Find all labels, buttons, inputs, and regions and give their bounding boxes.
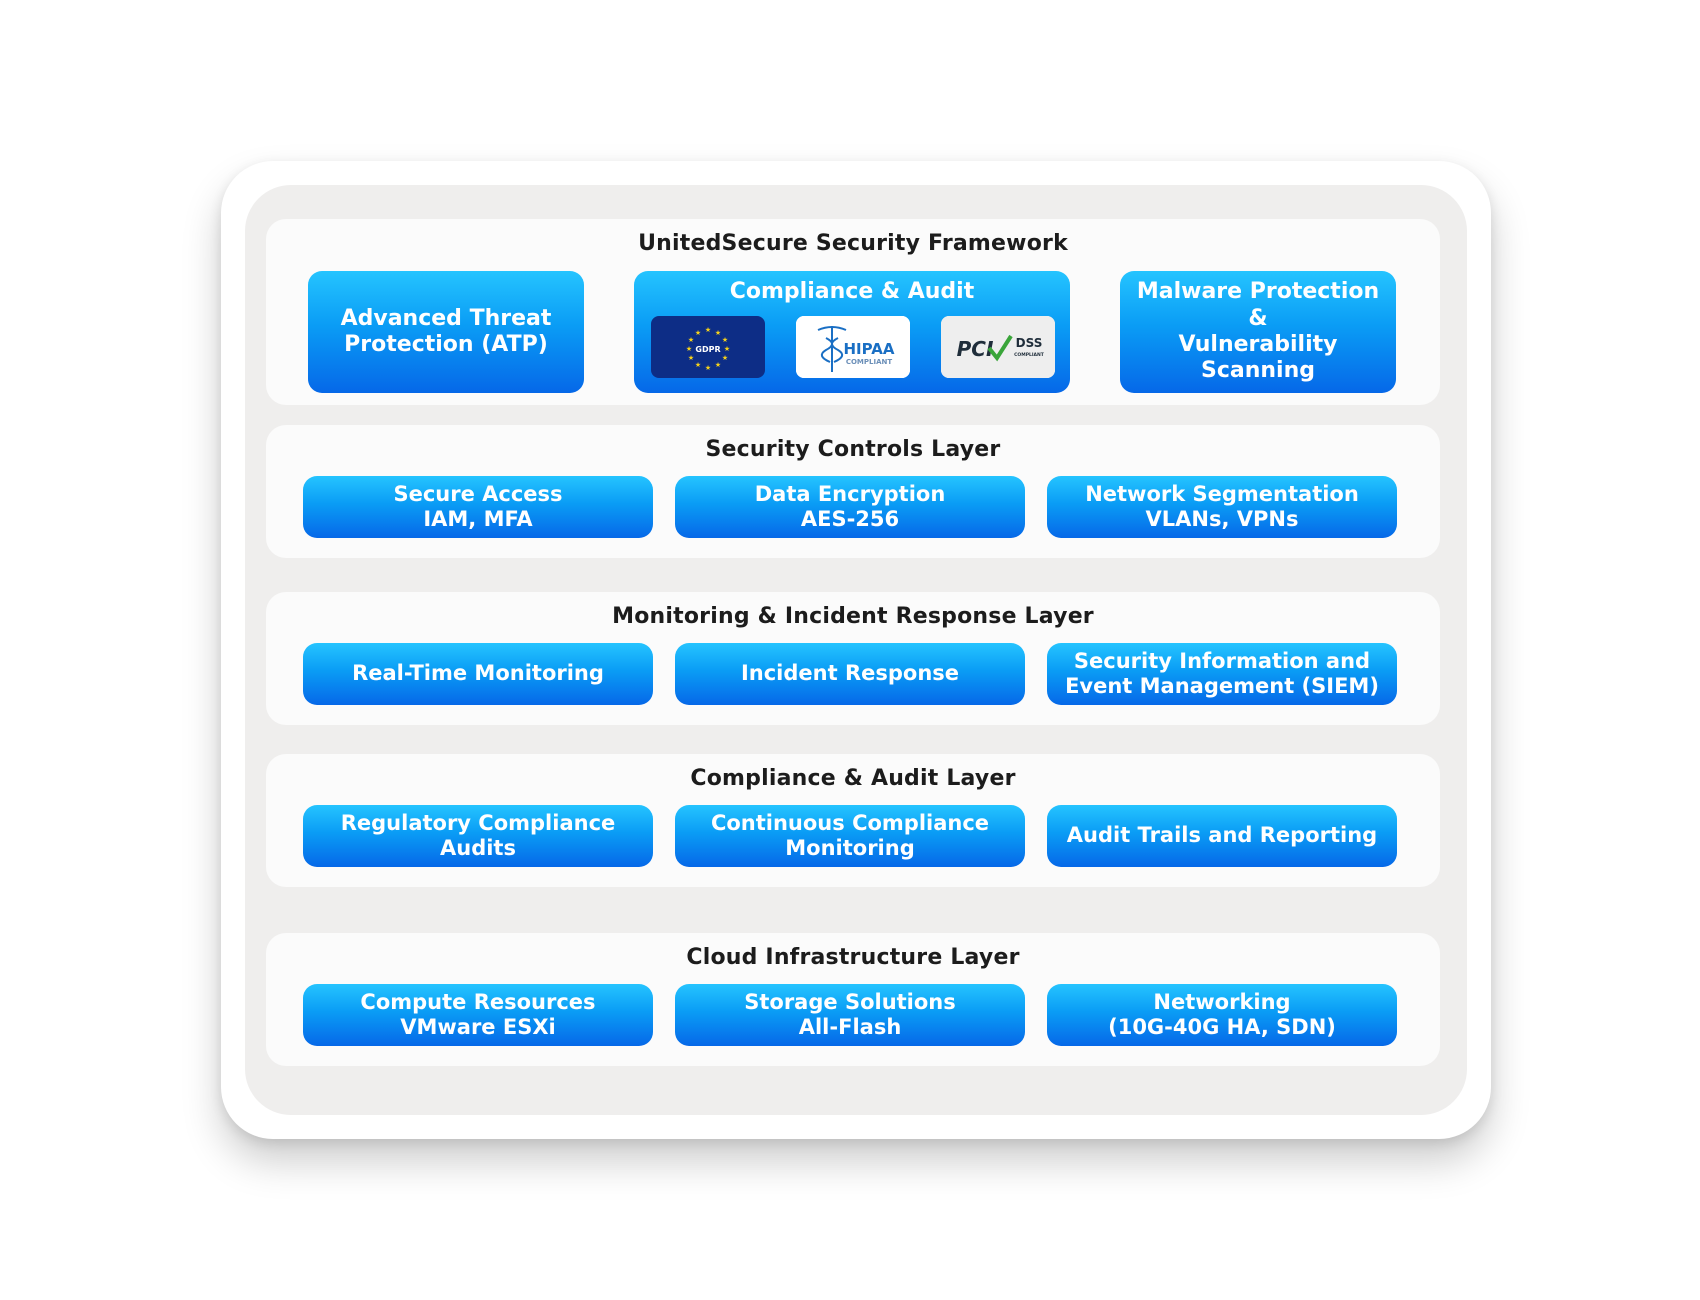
hipaa-logo: HIPAA COMPLIANT	[796, 316, 910, 378]
svg-text:★: ★	[686, 345, 692, 353]
svg-text:★: ★	[724, 345, 730, 353]
svg-text:★: ★	[705, 364, 711, 372]
layer-item: Secure Access IAM, MFA	[303, 476, 653, 538]
layer-item: Incident Response	[675, 643, 1025, 705]
compliance-audit-title: Compliance & Audit	[729, 279, 975, 304]
check-icon	[987, 334, 1013, 362]
svg-text:★: ★	[695, 361, 701, 369]
svg-text:★: ★	[722, 354, 728, 362]
malware-label: Malware Protection & Vulnerability Scann…	[1136, 279, 1380, 384]
layer-item: Compute Resources VMware ESXi	[303, 984, 653, 1046]
layer-title: Monitoring & Incident Response Layer	[612, 604, 1094, 629]
layer-title: Security Controls Layer	[705, 437, 1001, 462]
atp-box: Advanced Threat Protection (ATP)	[308, 271, 584, 393]
security-controls-layer: Security Controls Layer Secure Access IA…	[266, 425, 1440, 558]
framework-title: UnitedSecure Security Framework	[638, 231, 1068, 256]
layer-item: Data Encryption AES-256	[675, 476, 1025, 538]
svg-text:★: ★	[688, 336, 694, 344]
layer-title: Compliance & Audit Layer	[690, 766, 1016, 791]
gdpr-logo: ★★★ ★★★ ★★★ ★★★ GDPR	[651, 316, 765, 378]
svg-text:★: ★	[715, 361, 721, 369]
dss-sub-text: COMPLIANT	[1014, 352, 1045, 358]
layer-item: Audit Trails and Reporting	[1047, 805, 1397, 867]
pci-text: PCI	[957, 337, 994, 361]
pci-dss-logo: PCI DSS COMPLIANT	[941, 316, 1055, 378]
layer-item: Continuous Compliance Monitoring	[675, 805, 1025, 867]
svg-text:★: ★	[695, 329, 701, 337]
layer-item: Real-Time Monitoring	[303, 643, 653, 705]
layer-item: Security Information and Event Managemen…	[1047, 643, 1397, 705]
svg-text:★: ★	[722, 336, 728, 344]
monitoring-layer: Monitoring & Incident Response Layer Rea…	[266, 592, 1440, 725]
svg-text:★: ★	[705, 326, 711, 334]
dss-text: DSS	[1016, 336, 1043, 350]
layer-title: Cloud Infrastructure Layer	[686, 945, 1020, 970]
layer-item: Networking (10G-40G HA, SDN)	[1047, 984, 1397, 1046]
compliance-audit-box: Compliance & Audit ★★★ ★★★ ★★★ ★★★ GDPR	[634, 271, 1070, 393]
layer-item: Network Segmentation VLANs, VPNs	[1047, 476, 1397, 538]
malware-box: Malware Protection & Vulnerability Scann…	[1120, 271, 1396, 393]
layer-item: Regulatory Compliance Audits	[303, 805, 653, 867]
hipaa-sub-text: COMPLIANT	[846, 358, 893, 366]
framework-panel: UnitedSecure Security Framework Advanced…	[245, 185, 1467, 1115]
gdpr-text: GDPR	[695, 345, 720, 354]
svg-text:★: ★	[688, 354, 694, 362]
atp-label: Advanced Threat Protection (ATP)	[340, 305, 552, 357]
framework-card: UnitedSecure Security Framework Advanced…	[221, 161, 1491, 1139]
cloud-infrastructure-layer: Cloud Infrastructure Layer Compute Resou…	[266, 933, 1440, 1066]
framework-layer: UnitedSecure Security Framework Advanced…	[266, 219, 1440, 405]
hipaa-text: HIPAA	[844, 340, 895, 358]
caduceus-icon	[817, 326, 847, 372]
svg-text:★: ★	[715, 329, 721, 337]
layer-item: Storage Solutions All-Flash	[675, 984, 1025, 1046]
compliance-layer: Compliance & Audit Layer Regulatory Comp…	[266, 754, 1440, 887]
